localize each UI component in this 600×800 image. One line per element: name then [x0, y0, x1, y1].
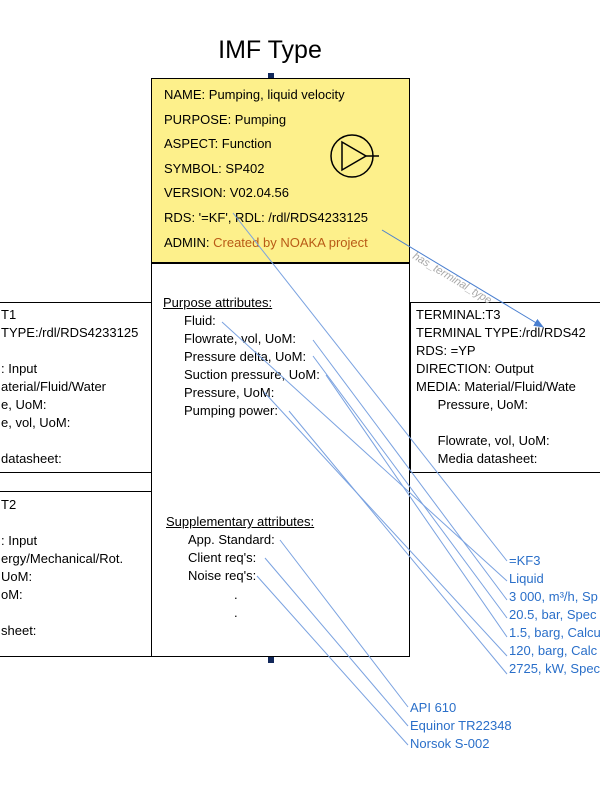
link-flowrate: [312, 339, 508, 601]
t3-line: Media datasheet:: [416, 451, 538, 466]
attr-noise-req: Noise req's:: [188, 568, 257, 583]
value-pressure-delta: 20.5, bar, Spec: [509, 607, 597, 622]
terminal-t3-box: TERMINAL:T3 TERMINAL TYPE:/rdl/RDS42 RDS…: [410, 302, 600, 473]
supplementary-attributes-heading: Supplementary attributes:: [166, 514, 315, 529]
link-fluid: [221, 321, 508, 582]
admin-value: Created by NOAKA project: [213, 234, 368, 250]
imf-attributes-box: Purpose attributes: Fluid: Flowrate, vol…: [151, 263, 410, 657]
values-list: =KF3 Liquid 3 000, m³/h, Sp 20.5, bar, S…: [509, 552, 600, 678]
aspect-line: ASPECT: Function: [164, 136, 272, 152]
terminal-t1-box: T1 TYPE:/rdl/RDS4233125 : Input aterial/…: [0, 302, 152, 473]
value-app-standard: API 610: [410, 700, 457, 715]
t3-line: Flowrate, vol, UoM:: [416, 433, 550, 448]
t3-line: RDS: =YP: [416, 343, 476, 358]
value-suction-pressure: 1.5, barg, Calcu: [509, 625, 600, 640]
attr-pressure-delta: Pressure delta, UoM:: [184, 349, 307, 364]
link-pressure-delta: [312, 355, 508, 619]
ellipsis-dot-2: .: [234, 605, 238, 620]
admin-label: ADMIN:: [164, 234, 214, 250]
t3-line: Pressure, UoM:: [416, 397, 528, 412]
attr-suction-pressure: Suction pressure, UoM:: [184, 367, 320, 382]
version-line: VERSION: V02.04.56: [164, 185, 290, 201]
bottom-port: [268, 657, 274, 663]
t3-line: MEDIA: Material/Fluid/Wate: [416, 379, 576, 394]
value-noise-req: Norsok S-002: [410, 736, 490, 751]
supplementary-attributes-list: App. Standard: Client req's: Noise req's…: [188, 531, 275, 585]
has-terminal-type-arrow: [381, 229, 544, 328]
value-flowrate: 3 000, m³/h, Sp: [509, 589, 598, 604]
link-client-req: [264, 557, 409, 727]
t2-line: : Input: [1, 533, 38, 548]
t2-line: UoM:: [1, 569, 33, 584]
value-fluid: Liquid: [509, 571, 544, 586]
value-client-req: Equinor TR22348: [410, 718, 512, 733]
t2-line: ergy/Mechanical/Rot.: [1, 551, 124, 566]
t3-line: DIRECTION: Output: [416, 361, 534, 376]
t2-line: oM:: [1, 587, 23, 602]
t1-line: datasheet:: [1, 451, 62, 466]
attr-fluid: Fluid:: [184, 313, 216, 328]
t3-line: TERMINAL TYPE:/rdl/RDS42: [416, 325, 586, 340]
name-line: NAME: Pumping, liquid velocity: [164, 87, 345, 102]
imf-header-box: NAME: Pumping, liquid velocity PURPOSE: …: [151, 78, 410, 263]
value-pumping-power: 2725, kW, Spec: [509, 661, 600, 676]
diagram-title: IMF Type: [218, 36, 322, 64]
link-app-standard: [279, 539, 409, 708]
t1-line: TYPE:/rdl/RDS4233125: [1, 325, 139, 340]
t1-line: aterial/Fluid/Water: [1, 379, 106, 394]
attr-pressure: Pressure, UoM:: [184, 385, 275, 400]
t1-line: T1: [1, 307, 17, 322]
t2-line: sheet:: [1, 623, 37, 638]
link-pressure: [263, 391, 508, 657]
top-port: [268, 73, 274, 79]
t3-line: TERMINAL:T3: [416, 307, 501, 322]
purpose-attributes-heading: Purpose attributes:: [163, 295, 273, 310]
value-pressure: 120, barg, Calc: [509, 643, 598, 658]
link-suction-pressure: [325, 374, 508, 638]
link-rds: [232, 212, 508, 562]
supplementary-values-list: API 610 Equinor TR22348 Norsok S-002: [410, 699, 512, 753]
purpose-line: PURPOSE: Pumping: [164, 111, 287, 127]
attr-client-req: Client req's:: [188, 550, 257, 565]
link-noise-req: [256, 575, 409, 746]
relation-label: has_terminal_type: [410, 250, 493, 307]
symbol-line: SYMBOL: SP402: [164, 160, 265, 176]
t1-line: e, UoM:: [1, 397, 47, 412]
value-rds: =KF3: [509, 553, 541, 568]
attr-app-standard: App. Standard:: [188, 532, 275, 547]
terminal-t2-box: T2 : Input ergy/Mechanical/Rot. UoM: oM:…: [0, 491, 152, 657]
t2-line: T2: [1, 497, 17, 512]
ellipsis-dot-1: .: [234, 587, 238, 602]
link-pumping-power: [288, 410, 508, 675]
pump-symbol-icon: [330, 134, 379, 178]
t1-line: : Input: [1, 361, 38, 376]
admin-line: ADMIN: Created by NOAKA project: [164, 231, 368, 256]
t1-line: e, vol, UoM:: [1, 415, 71, 430]
rds-line: RDS: '=KF', RDL: /rdl/RDS4233125: [164, 209, 369, 225]
attr-pumping-power: Pumping power:: [184, 403, 278, 418]
